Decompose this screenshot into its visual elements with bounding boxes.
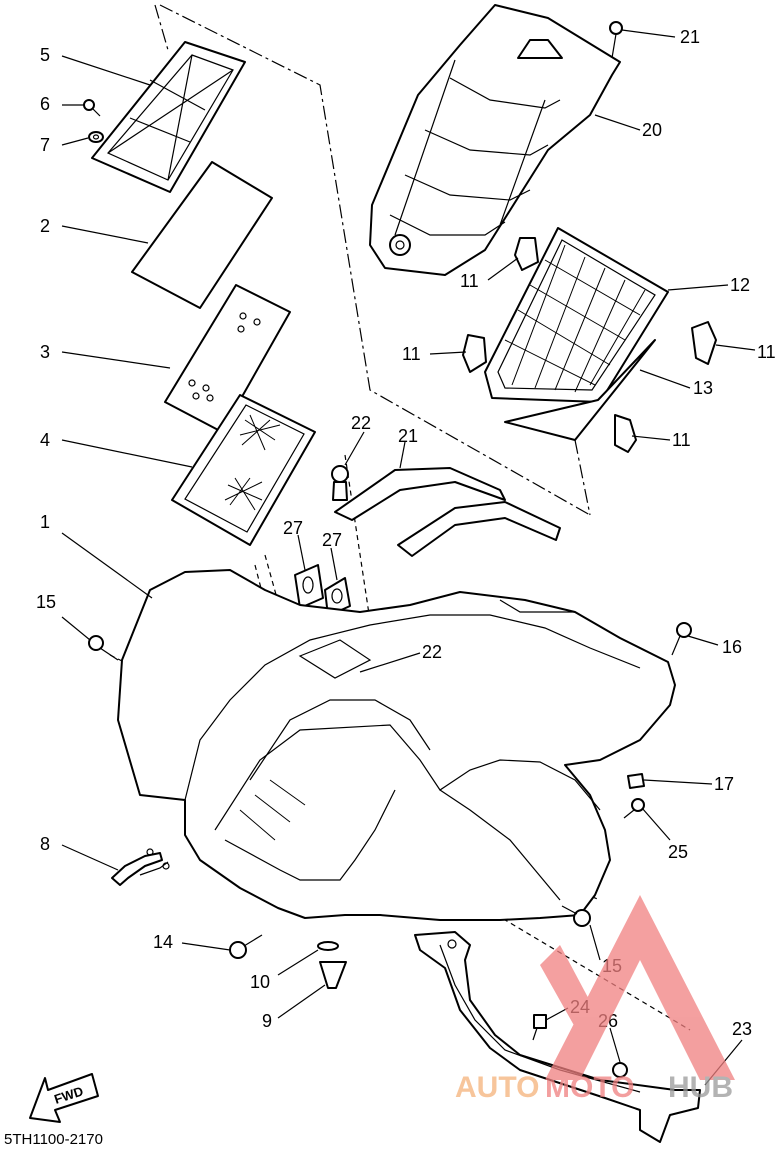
part-9-cap (319, 961, 347, 989)
callout-23: 23 (732, 1019, 752, 1039)
watermark-logo: AUTO MOTO HUB (455, 895, 735, 1104)
diagram-code: 5TH1100-2170 (4, 1131, 103, 1148)
part-6-screw (83, 99, 101, 117)
part-15-screw-left (88, 635, 119, 661)
part-2-plate (131, 161, 273, 309)
part-25-screw (623, 798, 645, 819)
callout-16: 16 (722, 637, 742, 657)
callout-6: 6 (40, 94, 50, 114)
callout-7: 7 (40, 135, 50, 155)
part-7-washer (88, 131, 104, 143)
part-24-bolt (532, 1014, 547, 1041)
part-16-screw (671, 622, 692, 656)
callout-10: 10 (250, 972, 270, 992)
part-15-screw-right (561, 905, 591, 927)
part-1-front-fender (117, 569, 676, 921)
part-11-clip-b (462, 334, 487, 373)
part-5-air-box-frame (91, 41, 246, 193)
callout-27-a: 27 (283, 518, 303, 538)
part-12-grille-mesh (484, 227, 669, 403)
part-17-nut (627, 773, 645, 789)
callout-22: 22 (351, 413, 371, 433)
part-22-grommet (331, 465, 349, 501)
callout-4: 4 (40, 430, 50, 450)
part-21-bracket-upper (334, 467, 506, 521)
watermark-text-auto: AUTO (455, 1071, 539, 1104)
callout-27-b: 27 (322, 530, 342, 550)
callout-1: 1 (40, 512, 50, 532)
callout-17: 17 (714, 774, 734, 794)
callout-3: 3 (40, 342, 50, 362)
part-10-washer (317, 941, 339, 951)
callout-15-left: 15 (36, 592, 56, 612)
callout-11-bottom: 11 (672, 430, 691, 450)
callout-12: 12 (730, 275, 750, 295)
callout-14: 14 (153, 932, 173, 952)
callout-2: 2 (40, 216, 50, 236)
callout-11-left: 11 (402, 344, 421, 364)
fwd-arrow-icon: FWD (29, 1073, 99, 1123)
part-21-bracket-lower (397, 501, 561, 557)
part-11-clip-a (514, 237, 539, 271)
part-11-clip-d (614, 414, 637, 453)
part-4-mesh-filter (171, 394, 316, 546)
callout-19: 21 (680, 27, 700, 47)
watermark-text-hub: HUB (668, 1071, 733, 1104)
watermark-text-moto: MOTO (545, 1071, 634, 1104)
callout-25: 25 (668, 842, 688, 862)
callout-11-top: 11 (460, 271, 479, 291)
callout-21: 21 (398, 426, 418, 446)
part-27-damper-a (294, 564, 324, 609)
callout-20: 22 (422, 642, 442, 662)
part-13-backing-plate (504, 339, 656, 441)
callout-18: 20 (642, 120, 662, 140)
callout-9: 9 (262, 1011, 272, 1031)
part-18-grille-cover (369, 4, 621, 276)
part-11-clip-c (691, 321, 717, 365)
watermark-triangle-icon (540, 895, 735, 1080)
callout-11-right: 11 (757, 342, 776, 362)
callout-13: 13 (693, 378, 713, 398)
part-14-bolt (229, 934, 263, 959)
callout-5: 5 (40, 45, 50, 65)
part-8-wire-lead (111, 848, 170, 886)
callout-8: 8 (40, 834, 50, 854)
part-19-screw (609, 21, 623, 59)
part-26-nut (612, 1062, 628, 1078)
